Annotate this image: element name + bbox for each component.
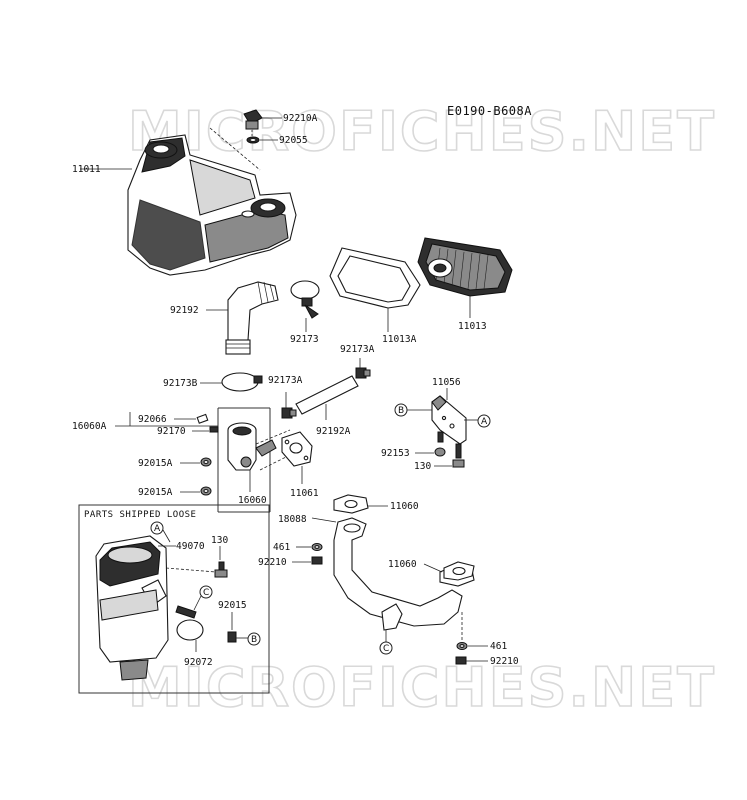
adapter-16060 [227, 422, 277, 471]
part-label-18088: 18088 [278, 514, 307, 525]
nut-92210-right [455, 656, 467, 665]
gasket-11061 [281, 431, 313, 467]
part-label-130-box: 130 [211, 535, 228, 546]
clamp-92173A-top [355, 367, 371, 379]
clamp-92173 [290, 280, 320, 319]
guide-line [255, 429, 291, 445]
ref-letter-c-pipe: C [383, 644, 389, 654]
bolt-130-box [214, 561, 228, 578]
clamp-92072 [175, 605, 204, 641]
gasket-11060-right [443, 561, 475, 581]
fuel-tank-11011 [127, 134, 297, 276]
guide-line [209, 127, 261, 171]
parts-shipped-loose-box [78, 504, 270, 694]
guide-line [259, 451, 297, 471]
ref-letter-c-box: C [203, 588, 209, 598]
part-label-92170: 92170 [157, 426, 186, 437]
leader-11060-right [423, 563, 443, 573]
part-label-130-right: 130 [414, 461, 431, 472]
part-label-11061: 11061 [290, 488, 319, 499]
part-label-11011: 11011 [72, 164, 101, 175]
part-92066 [196, 413, 209, 424]
clamp-92173B [221, 372, 263, 392]
part-label-11060-top: 11060 [390, 501, 419, 512]
ref-circle-b [394, 403, 408, 417]
bolt-92153 [434, 431, 446, 457]
gasket-11060-top [333, 494, 369, 514]
part-label-92173A-top: 92173A [340, 344, 375, 355]
ref-circle-a-box [150, 521, 164, 535]
part-label-92192: 92192 [170, 305, 199, 316]
part-label-16060: 16060 [238, 495, 267, 506]
ref-letter-a: A [481, 417, 488, 427]
ref-letter-a-box: A [154, 524, 161, 534]
part-label-92173: 92173 [290, 334, 319, 345]
watermark-bottom: MICROFICHES.NET [128, 656, 716, 719]
part-label-92153: 92153 [381, 448, 410, 459]
parts-shipped-loose-label: PARTS SHIPPED LOOSE [84, 510, 196, 520]
part-label-92210-right: 92210 [490, 656, 519, 667]
prefilter-11013A [329, 247, 421, 309]
bracket-11056 [431, 395, 467, 445]
part-label-11056: 11056 [432, 377, 461, 388]
leader-ref-a-box [162, 529, 171, 543]
part-label-92072: 92072 [184, 657, 213, 668]
guide-line [165, 567, 217, 573]
gasket-hole [249, 137, 257, 143]
part-label-92192A: 92192A [316, 426, 351, 437]
diagram-code: E0190-B608A [447, 104, 532, 118]
nut-92015A-lower [200, 486, 212, 496]
bolt-130-right [452, 443, 465, 468]
part-label-92015A-upper: 92015A [138, 458, 173, 469]
hose-92192A [295, 375, 359, 415]
muffler-49070 [95, 535, 169, 681]
leader-ref-c-box [193, 595, 202, 611]
part-label-92015: 92015 [218, 600, 247, 611]
watermark-top: MICROFICHES.NET [128, 100, 716, 163]
part-label-11013A: 11013A [382, 334, 417, 345]
air-filter-11013 [417, 237, 513, 297]
part-label-11060-right: 11060 [388, 559, 417, 570]
part-label-92015A-lower: 92015A [138, 487, 173, 498]
part-label-92173A-mid: 92173A [268, 375, 303, 386]
ref-circle-a [477, 414, 491, 428]
part-label-16060A: 16060A [72, 421, 107, 432]
nut-92015A-upper [200, 457, 212, 467]
ref-letter-b: B [398, 406, 404, 416]
part-label-92055: 92055 [279, 135, 308, 146]
clamp-92173A-mid [281, 407, 297, 419]
ref-circle-c-box [199, 585, 213, 599]
part-92170 [209, 426, 219, 433]
nut-92015 [227, 631, 237, 643]
ref-circle-b-box [247, 632, 261, 646]
nut-92210-left [311, 556, 323, 565]
washer-461-left [311, 543, 323, 551]
ref-circle-c-pipe [379, 641, 393, 655]
part-label-461-right: 461 [490, 641, 507, 652]
ref-letter-b-box: B [251, 635, 257, 645]
part-label-11013: 11013 [458, 321, 487, 332]
part-label-461-left: 461 [273, 542, 290, 553]
washer-461-right [456, 642, 468, 650]
part-label-49070: 49070 [176, 541, 205, 552]
part-label-92066: 92066 [138, 414, 167, 425]
intake-elbow-92192 [225, 281, 279, 355]
leader-18088 [311, 517, 337, 523]
part-label-92210A: 92210A [283, 113, 318, 124]
part-label-92173B: 92173B [163, 378, 198, 389]
part-label-92210-left: 92210 [258, 557, 287, 568]
